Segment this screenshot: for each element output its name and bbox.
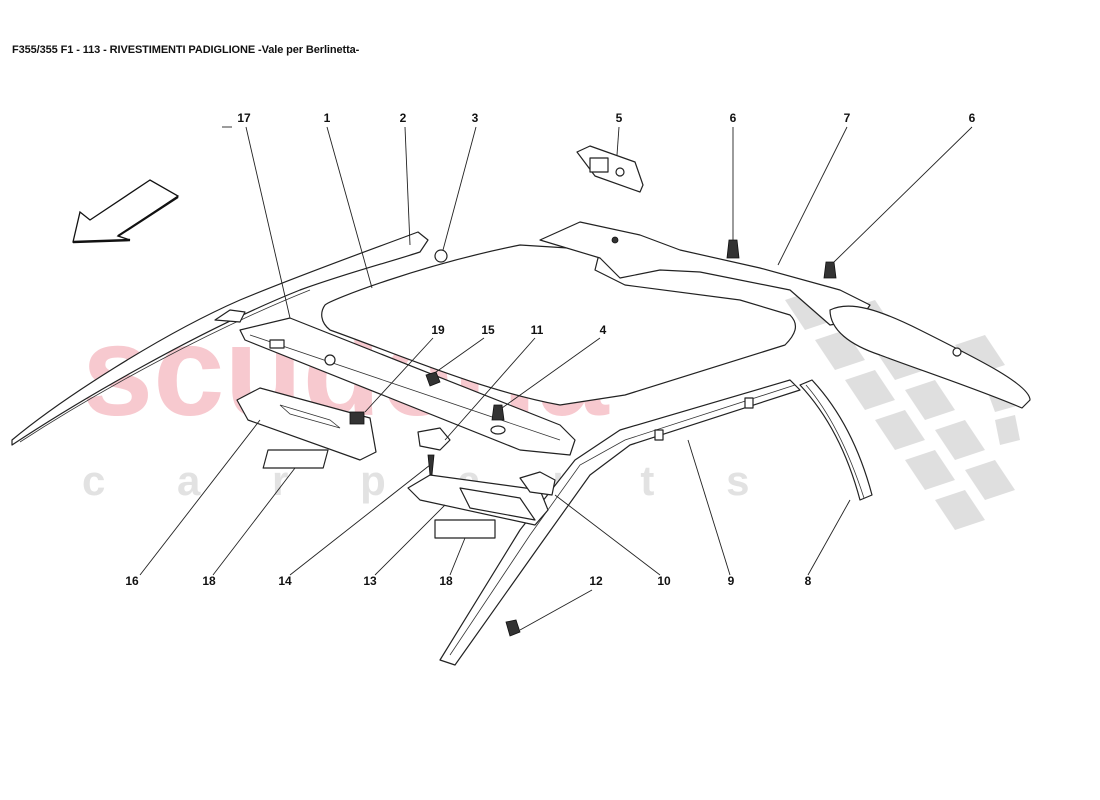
- callout-4: 4: [600, 323, 607, 337]
- callout-2: 2: [400, 111, 407, 125]
- part-13-right-sun-visor: [407, 474, 549, 526]
- callout-1: 1: [324, 111, 331, 125]
- callout-19: 19: [431, 323, 445, 337]
- part-8-b-pillar-trim: [799, 379, 873, 501]
- part-3-plug: [434, 249, 448, 263]
- callout-16: 16: [125, 574, 139, 588]
- part-1-headliner-panel: [321, 244, 797, 406]
- part-6-clip-a: [726, 239, 740, 259]
- part-17-front-header-trim: [239, 317, 576, 456]
- part-9-right-side-rail: [439, 379, 801, 666]
- part-5-interior-light: [576, 145, 644, 193]
- callout-9: 9: [728, 574, 735, 588]
- callout-12: 12: [589, 574, 603, 588]
- part-7-rear-header-trim: [539, 221, 1031, 409]
- callout-15: 15: [481, 323, 495, 337]
- callout-17: 17: [237, 111, 251, 125]
- part-14-screw: [427, 454, 435, 476]
- part-11-visor-bracket: [417, 427, 451, 451]
- leader-lines: [139, 126, 973, 631]
- callout-13: 13: [363, 574, 377, 588]
- part-16-left-sun-visor: [236, 387, 377, 461]
- callout-labels: 17 1 2 3 5 6 7 6 19 15 11 4 16 18 14 13 …: [125, 111, 975, 588]
- front-direction-arrow-icon: [72, 179, 180, 244]
- callout-6b: 6: [969, 111, 976, 125]
- diagram-title: F355/355 F1 - 113 - RIVESTIMENTI PADIGLI…: [12, 44, 360, 56]
- callout-18a: 18: [202, 574, 216, 588]
- callout-7: 7: [844, 111, 851, 125]
- part-18-label-right: [434, 519, 496, 539]
- part-18-label-left: [262, 449, 329, 469]
- part-12-screw: [505, 619, 521, 637]
- callout-14: 14: [278, 574, 292, 588]
- callout-3: 3: [472, 111, 479, 125]
- part-2-left-rail-trim: [11, 231, 429, 446]
- callout-11: 11: [531, 323, 544, 337]
- part-19-clip: [349, 411, 365, 425]
- callout-8: 8: [805, 574, 812, 588]
- callout-6a: 6: [730, 111, 737, 125]
- part-15-nut: [425, 371, 441, 387]
- callout-5: 5: [616, 111, 623, 125]
- part-4-fastener: [491, 404, 505, 421]
- callout-18b: 18: [439, 574, 453, 588]
- callout-10: 10: [657, 574, 671, 588]
- part-6-clip-b: [823, 261, 837, 279]
- part-10-visor-bracket: [519, 471, 556, 496]
